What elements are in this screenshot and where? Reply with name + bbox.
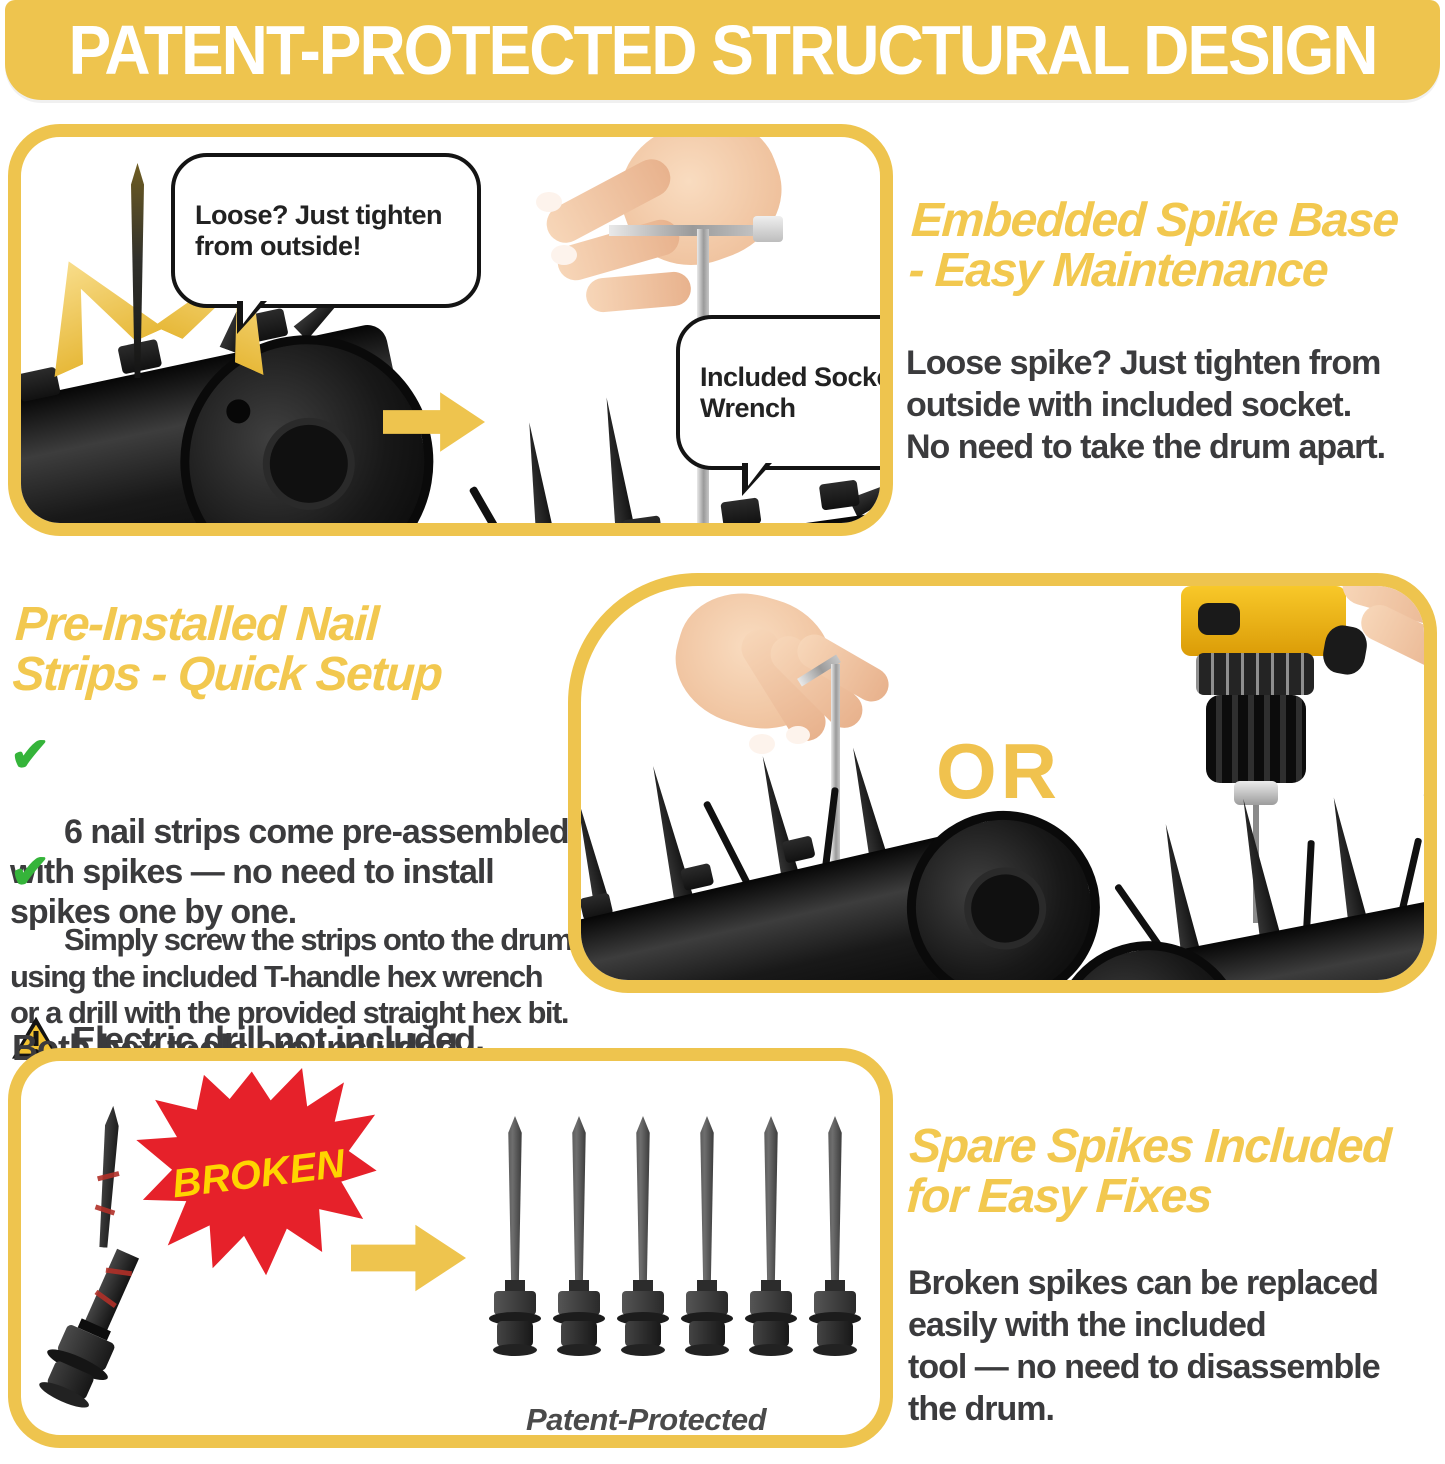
bubble-loose-text: Loose? Just tighten from outside! <box>195 199 443 261</box>
spare-spikes-caption: Patent-Protected Structural Design <box>525 1402 767 1437</box>
spare-spike <box>489 1116 541 1366</box>
bullet-1-text: 6 nail strips come pre-assembled with sp… <box>10 813 570 932</box>
installation-illustration-box: OR <box>568 573 1437 993</box>
heading-pre-installed-strips: Pre-Installed Nail Strips - Quick Setup <box>11 597 443 702</box>
bolt-shaft <box>84 1248 140 1332</box>
drill-illustration <box>1126 586 1424 931</box>
spike-needle <box>517 421 557 536</box>
spare-spike <box>553 1116 605 1366</box>
drum-roller-illustration <box>462 461 880 536</box>
drill-clutch-ring <box>1196 653 1314 695</box>
spare-spikes-illustration-box: BROKEN Patent-Protected Structural Desig… <box>8 1048 893 1448</box>
nail-strips-bullet-1: ✔ 6 nail strips come pre-assembled with … <box>10 729 570 973</box>
fingernail <box>786 726 810 744</box>
drum-body <box>467 505 880 523</box>
spare-spikes-row <box>489 1116 861 1366</box>
fingernail <box>551 245 577 265</box>
speech-bubble-loose: Loose? Just tighten from outside! <box>171 153 481 335</box>
spike-tie <box>568 855 580 937</box>
wrench-handle-bar <box>609 225 761 236</box>
spare-spike <box>681 1116 733 1366</box>
banner: PATENT-PROTECTED STRUCTURAL DESIGN <box>5 0 1440 100</box>
nail-strips-bullet-2: ✔ Simply screw the strips onto the drum … <box>10 846 590 1068</box>
fingernail <box>749 734 775 754</box>
speech-tail <box>742 460 772 497</box>
broken-spike-base <box>31 1242 184 1435</box>
spare-spikes-body: Broken spikes can be replaced easily wit… <box>908 1264 1381 1429</box>
banner-title: PATENT-PROTECTED STRUCTURAL DESIGN <box>68 11 1378 89</box>
heading-spare-spikes: Spare Spikes Included for Easy Fixes <box>905 1119 1392 1224</box>
spare-spike <box>745 1116 797 1366</box>
drill-nose <box>1234 781 1278 805</box>
speech-bubble-socket: Included Socket Wrench <box>676 315 893 497</box>
speech-tail <box>237 298 267 335</box>
right-arrow-icon <box>351 1224 466 1292</box>
spike-tie <box>468 485 523 523</box>
check-icon: ✔ <box>10 846 50 899</box>
hand-finger <box>1355 598 1424 676</box>
broken-starburst: BROKEN <box>132 1059 386 1290</box>
wrench-socket-head <box>753 216 783 242</box>
spike-nut <box>680 862 715 892</box>
hand-finger <box>584 270 693 314</box>
check-icon: ✔ <box>10 729 50 782</box>
drum-hub <box>1102 992 1198 993</box>
drill-chuck <box>1206 695 1306 783</box>
spike-needle <box>842 745 888 857</box>
broken-label: BROKEN <box>170 1141 348 1207</box>
spike-nut <box>818 479 861 511</box>
maintenance-illustration-box: Loose? Just tighten from outside! <box>8 124 893 536</box>
spike-needle <box>595 396 637 530</box>
bullet-2-text: Simply screw the strips onto the drum us… <box>10 922 573 1031</box>
spike-nut <box>720 497 762 523</box>
fingernail <box>536 192 562 212</box>
spare-spike <box>809 1116 861 1366</box>
or-label: OR <box>936 727 1061 815</box>
spike-nut <box>524 535 565 536</box>
broken-spike-tip <box>88 1105 138 1257</box>
highlighted-spike <box>131 163 144 378</box>
drill-vent <box>1198 603 1240 635</box>
maintenance-body: Loose spike? Just tighten from outside w… <box>906 344 1386 467</box>
spare-spike <box>617 1116 669 1366</box>
bubble-socket-text: Included Socket Wrench <box>700 361 893 423</box>
heading-embedded-spike-base: Embedded Spike Base - Easy Maintenance <box>907 193 1400 298</box>
